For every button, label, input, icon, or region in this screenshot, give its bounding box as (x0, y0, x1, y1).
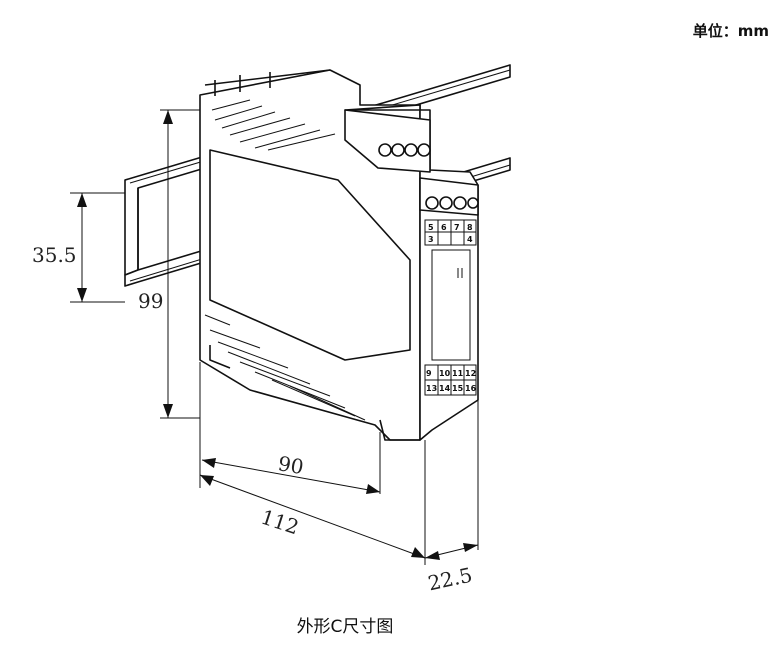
terminal-label-4: 4 (467, 235, 473, 244)
terminal-label-5: 5 (428, 223, 434, 232)
terminal-label-11: 11 (452, 369, 464, 378)
dimension-depth-body: 90 (199, 362, 381, 494)
terminal-label-13: 13 (426, 384, 437, 393)
terminal-label-7: 7 (454, 223, 460, 232)
figure-caption: 外形C尺寸图 (296, 617, 394, 637)
terminal-label-10: 10 (439, 369, 451, 378)
dimension-rail-height: 35.5 (32, 192, 125, 303)
unit-label: 单位：mm (692, 22, 769, 40)
terminal-label-14: 14 (439, 384, 451, 393)
module-housing (199, 69, 421, 441)
terminal-label-9: 9 (426, 369, 432, 378)
module-front-face: 5 6 7 8 3 4 9 10 11 12 13 14 15 16 (344, 104, 479, 441)
terminal-label-8: 8 (467, 223, 473, 232)
terminal-label-15: 15 (452, 384, 464, 393)
terminal-label-6: 6 (441, 223, 447, 232)
dimension-height-total: 99 (138, 109, 200, 419)
dimension-depth-total: 112 (199, 440, 426, 565)
dimension-90-label: 90 (276, 451, 305, 479)
terminal-label-3: 3 (428, 235, 434, 244)
dimension-22-5-label: 22.5 (426, 563, 475, 596)
dimension-99-label: 99 (138, 289, 163, 313)
dimension-35-5-label: 35.5 (32, 243, 77, 267)
terminal-label-12: 12 (465, 369, 476, 378)
terminal-label-16: 16 (465, 384, 477, 393)
